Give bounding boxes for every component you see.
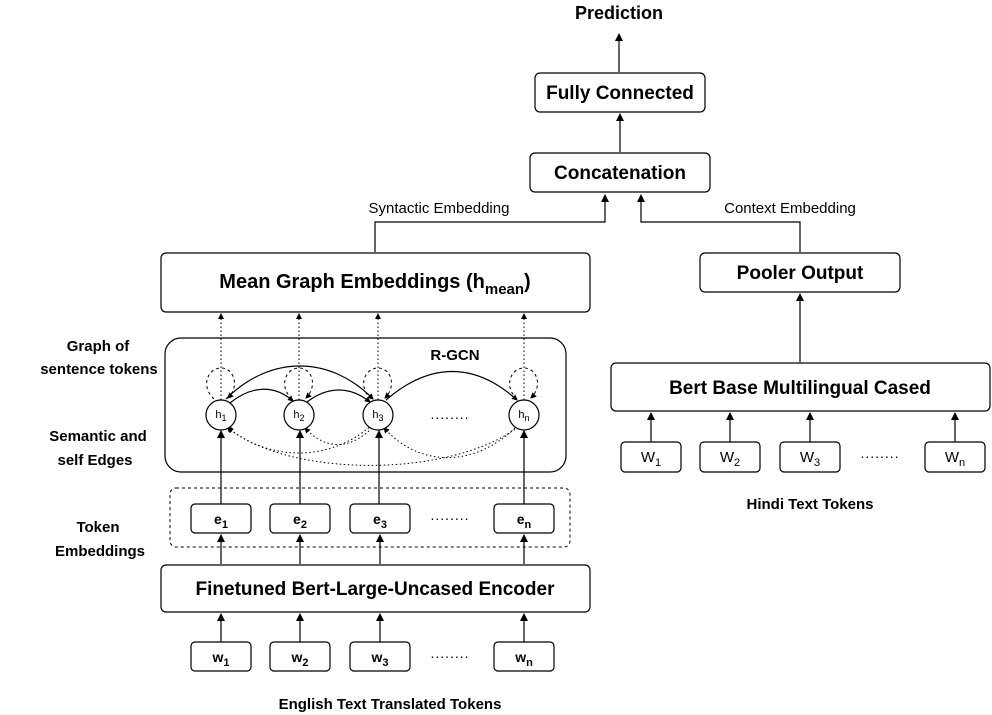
self-loop-h2 [284,367,313,400]
mean-graph-sub: mean [485,281,524,298]
embedding-en-box [493,503,555,534]
hindi-encoder-box [610,362,991,412]
mean-graph-embeddings-label: Mean Graph Embeddings (hmean) [219,271,530,298]
self-loop-h1 [206,367,235,400]
node-hn-label: hn [518,409,529,423]
edge-h3-to-h2-dotted [304,427,373,445]
hindi-token-Wn-label: Wn [945,449,965,469]
prediction-label: Prediction [575,3,663,23]
english-token-ellipsis: ........ [430,645,469,661]
edge-h1-to-h3 [225,365,374,400]
embedding-e1-box [190,503,252,534]
hindi-token-W2-box [699,441,761,473]
node-h1 [205,399,237,431]
english-encoder-box [160,564,591,613]
hindi-token-W2-label: W2 [720,449,740,469]
embedding-ellipsis: ........ [430,507,469,523]
hindi-token-ellipsis: ........ [860,445,899,461]
rgcn-box [164,337,567,473]
embedding-e3-label: e3 [373,511,387,531]
self-loop-h3 [363,367,392,400]
hindi-token-W3-box [779,441,841,473]
self-loop-hn [509,367,538,400]
english-token-w3-label: w3 [370,649,388,669]
english-token-w2-box [269,641,331,672]
concatenation-box [529,152,711,193]
fully-connected-box [534,72,706,113]
node-h2-label: h2 [293,409,304,423]
english-token-wn-label: wn [514,649,533,669]
mean-graph-embeddings-box [160,252,591,313]
arrow-syntactic-embedding [374,194,609,252]
hindi-encoder-label: Bert Base Multilingual Cased [669,378,931,399]
edge-h1-to-h2 [229,388,294,404]
graph-of-label: Graph of [67,338,131,355]
edge-hn-to-h3-dotted [383,424,519,459]
pooler-output-box [699,252,901,293]
embeddings-label: Embeddings [55,543,145,560]
node-ellipsis: ........ [430,406,469,422]
edge-h3-to-hn [385,371,518,401]
concatenation-label: Concatenation [554,163,686,184]
embedding-e1-label: e1 [214,511,228,531]
edge-h2-to-h3 [306,389,371,403]
node-h1-label: h1 [215,409,226,423]
hindi-token-W3-label: W3 [800,449,820,469]
fully-connected-label: Fully Connected [546,83,694,104]
sentence-tokens-label: sentence tokens [40,361,158,378]
english-token-w3-box [349,641,411,672]
embedding-e2-label: e2 [293,511,307,531]
pooler-output-label: Pooler Output [737,263,864,284]
english-caption: English Text Translated Tokens [279,696,502,713]
rgcn-label: R-GCN [430,347,479,364]
english-token-w1-label: w1 [211,649,229,669]
embedding-e3-box [349,503,411,534]
embedding-e2-box [269,503,331,534]
syntactic-embedding-label: Syntactic Embedding [369,200,510,217]
node-h3-label: h3 [372,409,383,423]
node-h3 [362,399,394,431]
embedding-en-label: en [517,511,532,531]
semantic-and-label: Semantic and [49,428,147,445]
mean-graph-main: Mean Graph Embeddings (h [219,271,485,293]
arrow-context-embedding [637,194,801,252]
node-h2 [283,399,315,431]
hindi-token-Wn-box [924,441,986,473]
hindi-token-W1-label: W1 [641,449,661,469]
english-token-w1-box [190,641,252,672]
self-edges-label: self Edges [57,452,132,469]
token-label: Token [76,519,119,536]
english-encoder-label: Finetuned Bert-Large-Uncased Encoder [196,579,556,600]
hindi-token-W1-box [620,441,682,473]
english-token-w2-label: w2 [290,649,308,669]
context-embedding-label: Context Embedding [724,200,856,217]
english-token-wn-box [493,641,555,672]
mean-graph-close: ) [524,271,531,293]
token-embeddings-container [169,487,571,548]
hindi-caption: Hindi Text Tokens [747,496,874,513]
node-hn [508,399,540,431]
